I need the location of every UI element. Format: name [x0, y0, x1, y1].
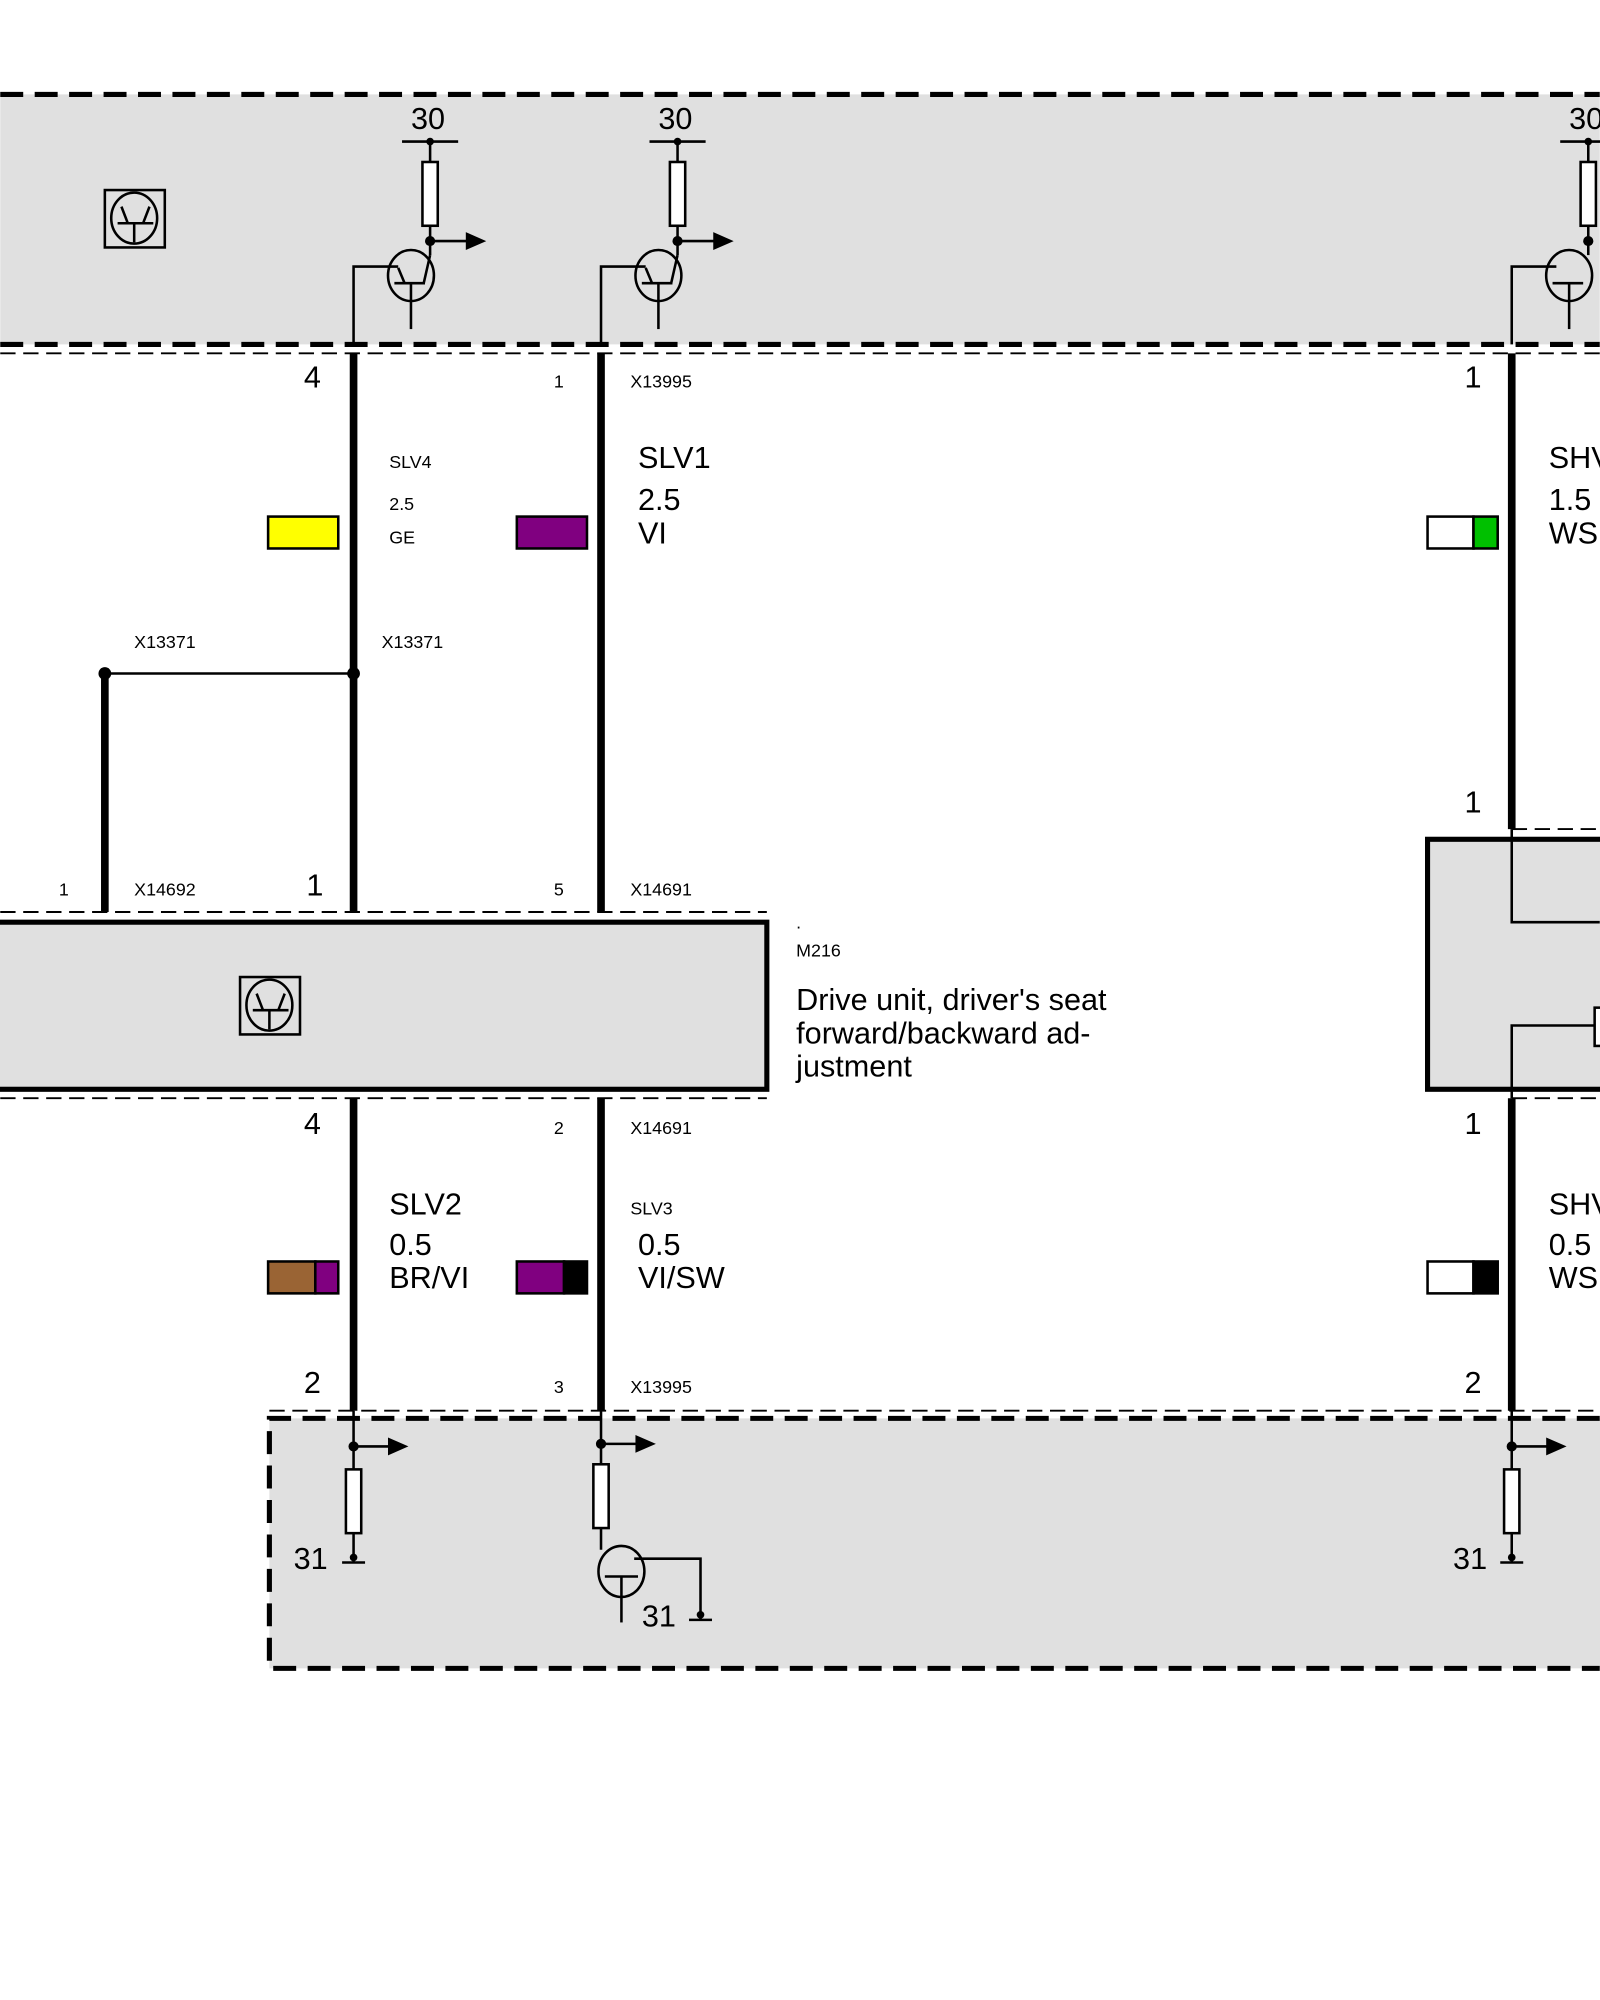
wire-color-code: VI — [638, 516, 667, 550]
electronic-module-icon — [238, 975, 302, 1036]
ground-label: 31 — [294, 1542, 328, 1576]
pin-label: 1 — [306, 868, 323, 902]
wire-name: SLV3 — [630, 1198, 672, 1218]
wire-size: 0.5 — [1549, 1228, 1592, 1262]
wire-name: SLV4 — [389, 452, 431, 472]
connector-label: X14691 — [630, 1118, 692, 1138]
color-swatch-ws — [1426, 515, 1475, 550]
color-swatch-ge — [266, 515, 340, 550]
splice-label: X13371 — [134, 632, 196, 652]
color-swatch-br — [266, 1260, 317, 1295]
color-swatch-vi — [515, 515, 589, 550]
wire-color-code: GE — [389, 527, 415, 547]
pin-label: 4 — [304, 1107, 321, 1141]
wire-color-code: WS — [1549, 1261, 1598, 1295]
transistor-icon — [1510, 137, 1600, 345]
top-control-module — [0, 91, 1600, 355]
wire-name: SHV — [1549, 441, 1600, 475]
transistor-icon — [352, 137, 487, 345]
wire-color-code: BR/VI — [389, 1261, 469, 1295]
color-swatch-sw — [1472, 1260, 1499, 1295]
color-swatch-vi — [515, 1260, 566, 1295]
resistor-ground-icon — [1500, 1410, 1567, 1564]
wire-name: SLV2 — [389, 1187, 462, 1221]
component-description: forward/backward ad- — [796, 1016, 1090, 1050]
ground-label: 31 — [1453, 1542, 1487, 1576]
wire-size: 0.5 — [389, 1228, 432, 1262]
splice-dot — [98, 667, 112, 680]
transistor-stages-top: 30 30 30 — [352, 102, 1600, 345]
pin-label: 1 — [59, 879, 69, 899]
connector-label: X13995 — [630, 1377, 692, 1397]
wire-size: 0.5 — [638, 1228, 681, 1262]
pin-label: 3 — [554, 1377, 564, 1397]
pin-label: 1 — [554, 372, 564, 392]
connector-label: X13995 — [630, 372, 692, 392]
connector-label: X14691 — [630, 879, 692, 899]
electronic-module-icon — [103, 188, 167, 249]
motor-m216-box[interactable] — [0, 919, 770, 1092]
resistor-ground-icon — [342, 1410, 409, 1564]
right-component-box[interactable] — [1425, 836, 1600, 1092]
transistor-icon — [599, 137, 734, 345]
wire-name: SHV — [1549, 1187, 1600, 1221]
pin-label: 5 — [554, 879, 564, 899]
wire-name: SLV1 — [638, 441, 711, 475]
splice-dot — [347, 667, 360, 680]
pin-label: 2 — [304, 1366, 321, 1400]
connector-label: X14692 — [134, 879, 196, 899]
terminal-30: 30 — [658, 102, 692, 136]
color-swatch-gn — [1472, 515, 1499, 550]
wire-color-code: VI/SW — [638, 1261, 725, 1295]
component-description: justment — [795, 1050, 912, 1084]
pin-label: 2 — [1465, 1366, 1482, 1400]
component-id: M216 — [796, 941, 841, 961]
wire-color-code: WS — [1549, 516, 1598, 550]
splice-label: X13371 — [382, 632, 444, 652]
color-swatch-sw — [562, 1260, 589, 1295]
pin-label: 2 — [554, 1118, 564, 1138]
component-dot: . — [796, 913, 801, 933]
component-description: Drive unit, driver's seat — [796, 983, 1107, 1017]
ground-label: 31 — [642, 1599, 676, 1633]
pin-label: 1 — [1465, 361, 1482, 395]
pin-label: 4 — [304, 361, 321, 395]
pin-label: 1 — [1465, 785, 1482, 819]
wire-size: 2.5 — [389, 494, 414, 514]
color-swatch-ws — [1426, 1260, 1475, 1295]
terminal-30: 30 — [411, 102, 445, 136]
transistor-ground-icon — [592, 1410, 712, 1623]
pin-label: 1 — [1465, 1107, 1482, 1141]
bottom-control-module: 31 31 31 — [266, 1409, 1600, 1671]
wire-size: 2.5 — [638, 483, 681, 517]
color-swatch-vi — [314, 1260, 340, 1295]
wire-size: 1.5 — [1549, 483, 1592, 517]
terminal-30: 30 — [1569, 102, 1600, 136]
